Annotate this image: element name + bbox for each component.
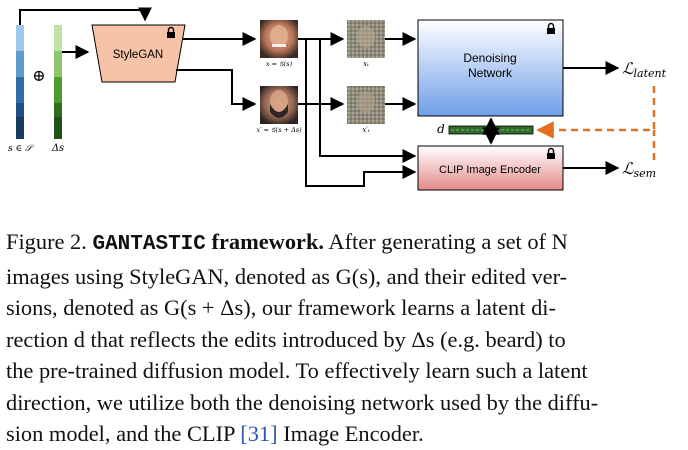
- caption-method-name: GANTASTIC: [92, 233, 206, 256]
- caption-line-1: After generating a set of N: [328, 229, 568, 254]
- framework-figure: ⊕ s ∈ 𝒮 Δs StyleGAN x = 𝒢(s) x′ = 𝒢(s + …: [0, 0, 688, 205]
- x-label: x = 𝒢(s): [266, 60, 293, 68]
- caption-title: framework.: [211, 229, 325, 254]
- stylegan-label: StyleGAN: [113, 49, 164, 61]
- gradient-feedback-arrow: [536, 86, 656, 139]
- caption-line-2: images using StyleGAN, denoted as G(s), …: [6, 263, 568, 289]
- caption-label: Figure 2.: [6, 229, 87, 254]
- stylegan-to-xprime-arrow: [176, 69, 257, 111]
- oplus-symbol: ⊕: [32, 66, 45, 85]
- caption-line-4: rection d that reflects the edits introd…: [6, 326, 566, 352]
- s-label: s ∈ 𝒮: [8, 144, 35, 154]
- caption-line-3: sions, denoted as G(s + Δs), our framewo…: [6, 295, 556, 320]
- denoising-label-1: Denoising: [463, 51, 516, 65]
- denoising-label-2: Network: [468, 66, 513, 80]
- caption-line-7-end: Image Encoder.: [283, 421, 424, 446]
- denoising-network-block: [417, 19, 564, 117]
- framework-diagram: ⊕ s ∈ 𝒮 Δs StyleGAN x = 𝒢(s) x′ = 𝒢(s + …: [8, 7, 667, 191]
- lock-icon: [547, 22, 555, 34]
- s-to-stylegan-arrow: [19, 7, 152, 25]
- stylegan-block: [91, 24, 186, 83]
- d-label: d: [437, 122, 445, 136]
- figure-caption: Figure 2. GANTASTIC framework. After gen…: [6, 226, 684, 450]
- lock-icon: [167, 26, 175, 38]
- clip-label: CLIP Image Encoder: [439, 164, 541, 176]
- clip-encoder-block: [417, 145, 564, 191]
- caption-line-6: direction, we utilize both the denoising…: [6, 389, 599, 415]
- caption-line-5: the pre-trained diffusion model. To effe…: [6, 358, 588, 383]
- citation-link[interactable]: [31]: [240, 421, 278, 446]
- xt-label: xₜ: [363, 60, 369, 68]
- x-to-clip-arrow: [319, 39, 417, 163]
- xt-prime-label: x′ₜ: [362, 126, 370, 134]
- x-prime-label: x′ = 𝒢(s + Δs): [256, 126, 302, 134]
- loss-sem: ℒsem: [622, 159, 656, 180]
- lock-icon: [547, 147, 555, 159]
- caption-line-7: sion model, and the CLIP: [6, 421, 235, 446]
- loss-latent: ℒlatent: [622, 59, 667, 80]
- delta-s-label: Δs: [51, 143, 64, 154]
- delta-s-bar: [54, 25, 62, 139]
- s-latent-bar: [16, 25, 24, 139]
